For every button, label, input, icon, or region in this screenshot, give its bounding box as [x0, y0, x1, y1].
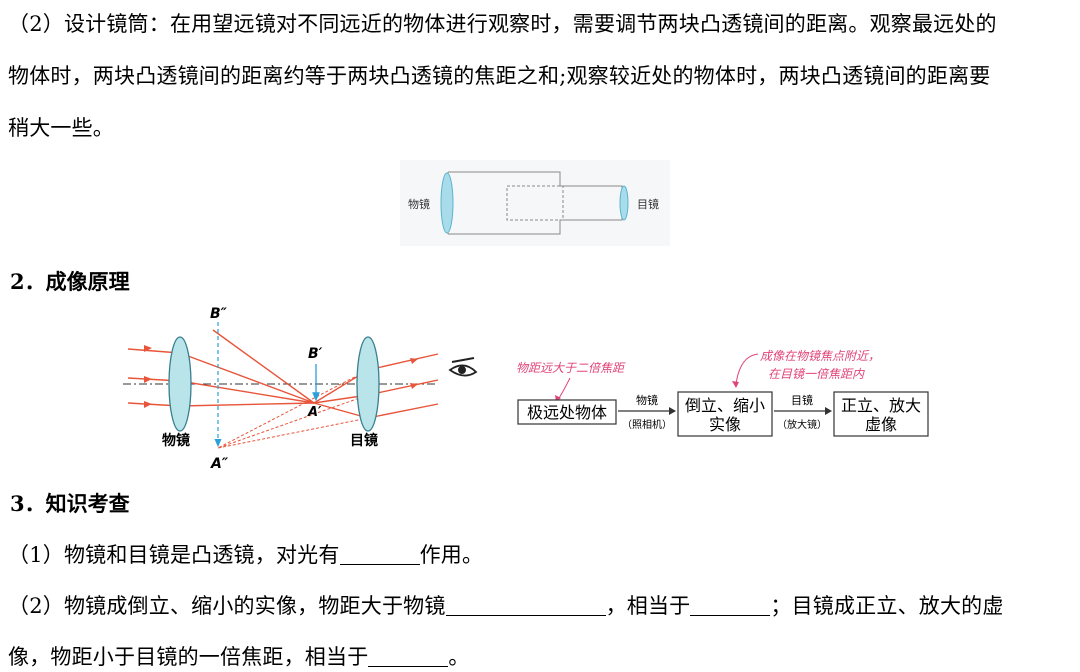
- box-virtual-image-line2: 虚像: [865, 415, 897, 434]
- label-a-double-prime: A″: [210, 456, 229, 472]
- label-b-prime: B′: [308, 346, 323, 362]
- label-a-prime: A′: [307, 405, 322, 420]
- q1-blank[interactable]: [339, 544, 420, 565]
- note-object-distance: 物距远大于二倍焦距: [516, 361, 626, 375]
- eye-icon: [448, 357, 478, 377]
- q2-blank-3[interactable]: [368, 646, 449, 667]
- label-b-double-prime: B″: [210, 306, 228, 322]
- arrow1-label-bottom: （照相机）: [622, 418, 672, 431]
- label-eyepiece: 目镜: [350, 432, 378, 449]
- label-objective: 物镜: [162, 432, 190, 449]
- box-virtual-image-line1: 正立、放大: [841, 396, 921, 415]
- q2-text-5: 。: [448, 645, 470, 669]
- question-1: （1）物镜和目镜是凸透镜，对光有 作用。: [8, 539, 483, 569]
- paragraph-line-3: 稍大一些。: [8, 116, 114, 140]
- q2-text-2: ，相当于: [605, 594, 691, 618]
- q1-text-1: （1）物镜和目镜是凸透镜，对光有: [8, 543, 340, 567]
- box-real-image-line1: 倒立、缩小: [685, 396, 765, 415]
- imaging-flow-diagram: 物距远大于二倍焦距 成像在物镜焦点附近， 在目镜一倍焦距内 极远处物体 物镜 （…: [516, 349, 929, 437]
- tube-objective-label: 物镜: [408, 197, 430, 211]
- q2-blank-2[interactable]: [690, 595, 771, 616]
- q2-text-4: 像，物距小于目镜的一倍焦距，相当于: [8, 645, 369, 669]
- question-2-line-1: （2）物镜成倒立、缩小的实像，物距大于物镜 ，相当于 ；目镜成正立、放大的虚: [8, 590, 1004, 620]
- note-image-position-1: 成像在物镜焦点附近，: [760, 349, 880, 363]
- q2-text-3: ；目镜成正立、放大的虚: [770, 594, 1004, 618]
- paragraph-line-1: （2）设计镜筒：在用望远镜对不同远近的物体进行观察时，需要调节两块凸透镜间的距离…: [8, 12, 997, 36]
- q1-text-2: 作用。: [419, 543, 484, 567]
- note-image-position-2: 在目镜一倍焦距内: [768, 367, 865, 381]
- q2-text-1: （2）物镜成倒立、缩小的实像，物距大于物镜: [8, 594, 446, 618]
- q2-blank-1[interactable]: [445, 595, 606, 616]
- arrow2-label-top: 目镜: [791, 393, 813, 407]
- arrow1-label-top: 物镜: [636, 393, 658, 407]
- heading-imaging-principle: 2．成像原理: [10, 269, 130, 294]
- telescope-tube-figure: 物镜 目镜: [400, 160, 670, 246]
- question-2-line-2: 像，物距小于目镜的一倍焦距，相当于 。: [8, 641, 470, 671]
- box-real-image-line2: 实像: [709, 415, 741, 434]
- tube-eyepiece-label: 目镜: [637, 197, 659, 211]
- heading-knowledge-check: 3．知识考查: [10, 491, 130, 516]
- arrow2-label-bottom: （放大镜）: [777, 418, 827, 431]
- box-distant-object: 极远处物体: [527, 403, 607, 422]
- paragraph-line-2: 物体时，两块凸透镜间的距离约等于两块凸透镜的焦距之和;观察较近处的物体时，两块凸…: [8, 64, 991, 88]
- ray-diagram: B″ B′ A′ A″ 物镜 目镜: [123, 306, 478, 472]
